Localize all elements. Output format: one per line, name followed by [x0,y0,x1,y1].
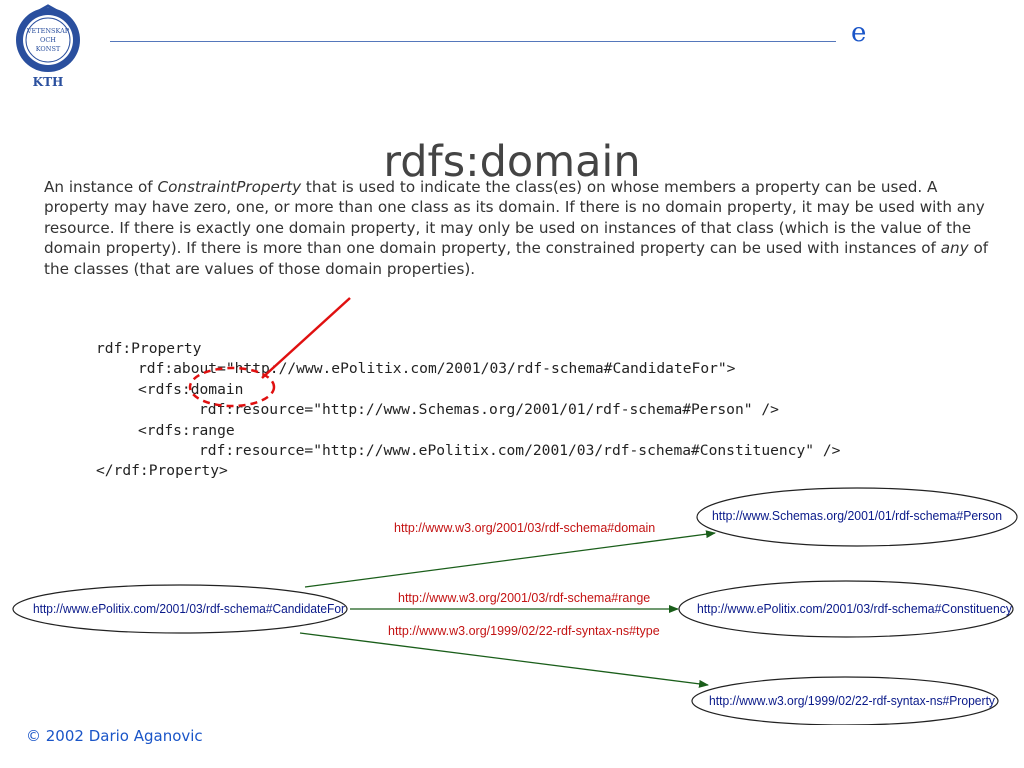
term-constraint-property: ConstraintProperty [157,178,302,196]
code-line: <rdfs:range [138,421,235,439]
code-line: </rdf:Property> [96,462,228,480]
node-candidatefor [12,584,348,634]
code-line: <rdfs:domain [138,380,244,398]
edge-label-type: http://www.w3.org/1999/02/22-rdf-syntax-… [388,624,660,638]
rdf-graph: http://www.w3.org/2001/03/rdf-schema#dom… [12,487,1018,725]
kth-logo: VETENSKAP OCH KONST KTH [16,4,80,89]
code-line: rdf:Property [96,340,202,357]
svg-text:VETENSKAP: VETENSKAP [26,27,70,35]
code-line: rdf:resource="http://www.Schemas.org/200… [199,401,779,419]
svg-text:KONST: KONST [36,45,61,53]
edge-type [299,632,709,688]
node-constituency [678,580,1014,638]
header-rule [110,41,836,42]
edge-label-domain: http://www.w3.org/2001/03/rdf-schema#dom… [394,521,655,535]
node-property [691,676,999,725]
edge-domain [304,530,716,588]
code-line: rdf:resource="http://www.ePolitix.com/20… [199,442,841,460]
edge-label-range: http://www.w3.org/2001/03/rdf-schema#ran… [398,591,650,605]
node-person [696,487,1018,547]
copyright: © 2002 Dario Aganovic [26,727,203,745]
svg-text:KTH: KTH [33,75,64,89]
node-label-candidatefor: http://www.ePolitix.com/2001/03/rdf-sche… [33,602,345,616]
slide-title: rdfs:domain [383,136,641,187]
svg-text:OCH: OCH [40,36,56,44]
term-any: any [940,239,969,258]
header-letter: e [851,18,867,48]
node-label-constituency: http://www.ePolitix.com/2001/03/rdf-sche… [697,602,1013,616]
code-line: rdf:about="http://www.ePolitix.com/2001/… [138,360,736,378]
rdf-code-block: rdf:Property rdf:about="http://www.ePolit… [96,339,840,482]
slide-description: An instance of ConstraintProperty that i… [44,178,989,278]
node-label-property: http://www.w3.org/1999/02/22-rdf-syntax-… [709,694,996,708]
node-label-person: http://www.Schemas.org/2001/01/rdf-schem… [712,509,1002,523]
